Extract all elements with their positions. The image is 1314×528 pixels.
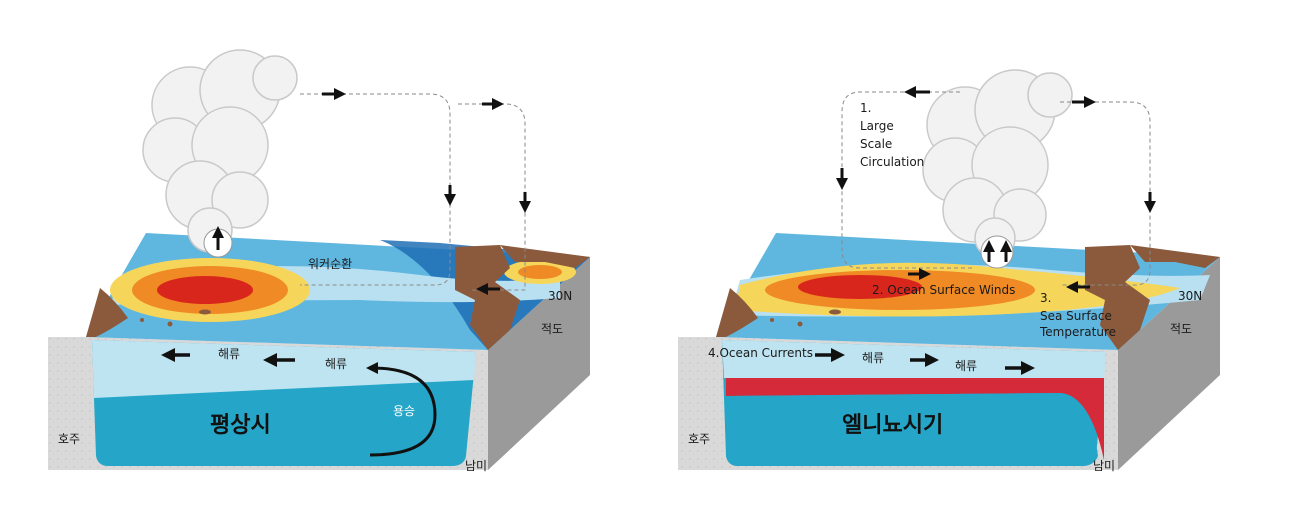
current-label-2: 해류 xyxy=(325,357,347,371)
equator-label: 적도 xyxy=(1170,322,1192,336)
right-ground-wall xyxy=(488,257,590,470)
circulation-number: 1. xyxy=(860,101,871,115)
current-label-1: 해류 xyxy=(862,351,884,365)
sst-number: 3. xyxy=(1040,291,1051,305)
lat-30n-label: 30N xyxy=(1178,289,1202,303)
na-land xyxy=(500,245,590,268)
ground-block xyxy=(48,337,86,470)
panel-elnino: 1. Large Scale Circulation 2. Ocean Surf… xyxy=(678,69,1220,473)
australia-label: 호주 xyxy=(58,432,80,446)
thermocline-cover xyxy=(726,393,1098,466)
upwelling-label: 용승 xyxy=(393,404,415,418)
surface-winds-label: 2. Ocean Surface Winds xyxy=(872,283,1015,297)
cloud-icon xyxy=(922,69,1073,259)
circulation-line-2: Scale xyxy=(860,137,892,151)
panel-title-elnino: 엘니뇨시기 xyxy=(842,413,943,438)
samerica-label: 남미 xyxy=(1093,459,1115,473)
updraft-base xyxy=(980,235,1014,269)
lat-30n-label: 30N xyxy=(548,289,572,303)
caribbean-warm-core xyxy=(518,265,562,279)
ocean-currents-label: 4.Ocean Currents xyxy=(708,346,813,360)
walker-loop-2 xyxy=(458,103,526,291)
sst-line-2: Temperature xyxy=(1039,325,1116,339)
americas-land xyxy=(1085,245,1150,350)
equator-label: 적도 xyxy=(541,322,563,336)
samerica-label: 남미 xyxy=(465,459,487,473)
current-label-1: 해류 xyxy=(218,347,240,361)
right-ground-wall xyxy=(1118,257,1220,470)
ground-block xyxy=(678,337,716,470)
warm-pool-core xyxy=(157,276,253,304)
panel-normal: 워커순환 해류 해류 용승 30N 적도 호주 남미 평상시 xyxy=(48,49,590,473)
americas-land xyxy=(455,245,520,350)
cloud-icon xyxy=(142,49,298,253)
thermocline-red xyxy=(726,378,1104,460)
australia-land xyxy=(86,288,128,337)
sst-line-1: Sea Surface xyxy=(1040,309,1112,323)
circulation-line-3: Circulation xyxy=(860,155,924,169)
australia-label: 호주 xyxy=(688,432,710,446)
current-label-2: 해류 xyxy=(955,359,977,373)
walker-label: 워커순환 xyxy=(308,257,352,271)
panel-title-normal: 평상시 xyxy=(210,413,271,438)
na-land xyxy=(1130,245,1220,268)
circulation-line-1: Large xyxy=(860,119,894,133)
warm-pool-core xyxy=(798,275,922,299)
upwelling-arrow xyxy=(366,362,437,457)
australia-land xyxy=(716,288,758,337)
